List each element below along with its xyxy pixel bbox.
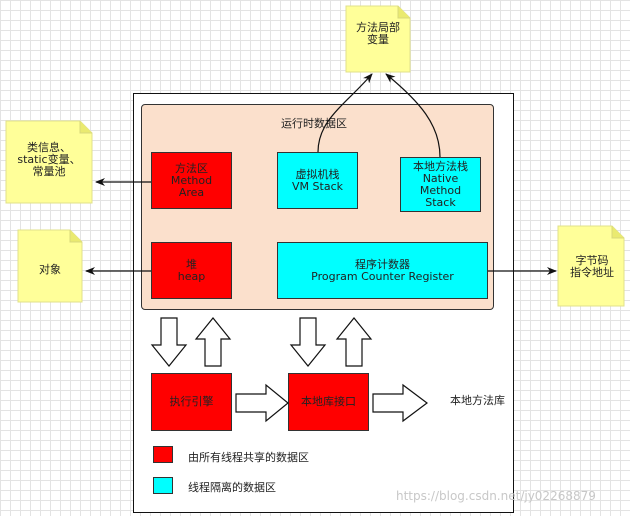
- block-arrow-interface-to-pc-up: [335, 317, 373, 367]
- legend-shared-label: 由所有线程共享的数据区: [188, 451, 309, 464]
- runtime-area-title: 运行时数据区: [281, 117, 347, 130]
- block-arrow-pc-to-interface-down: [289, 317, 327, 367]
- native-library-label: 本地方法库: [450, 394, 505, 407]
- note-shape-class-info: [5, 120, 93, 204]
- legend-shared-swatch: [153, 446, 173, 463]
- note-bytecode: 字节码 指令地址: [570, 254, 614, 279]
- note-shape-bytecode: [557, 225, 625, 307]
- block-arrow-heap-to-engine-down: [150, 317, 188, 367]
- arrow-vmstack-to-localvars: [317, 73, 373, 153]
- legend-isolated-label: 线程隔离的数据区: [188, 481, 276, 494]
- note-class-info: 类信息、 static变量、 常量池: [17, 141, 81, 178]
- block-arrow-interface-library: [372, 383, 428, 423]
- execution-engine-box: 执行引擎: [151, 373, 232, 431]
- method-area-box: 方法区 Method Area: [151, 152, 232, 209]
- note-objects: 对象: [39, 263, 61, 276]
- native-method-stack-box: 本地方法栈 Native Method Stack: [400, 157, 481, 212]
- legend-isolated-swatch: [153, 477, 173, 494]
- note-shape-local-vars: [345, 5, 411, 73]
- native-interface-box: 本地库接口: [288, 373, 369, 431]
- vm-stack-box: 虚拟机栈 VM Stack: [277, 152, 358, 209]
- watermark: https://blog.csdn.net/jy02268879: [396, 489, 596, 503]
- pc-register-box: 程序计数器 Program Counter Register: [277, 242, 488, 299]
- note-shape-objects: [17, 229, 83, 303]
- note-local-vars: 方法局部 变量: [356, 21, 400, 46]
- block-arrow-engine-to-heap-up: [194, 317, 232, 367]
- arrow-nativestack-to-localvars: [385, 73, 441, 158]
- block-arrow-engine-interface: [235, 383, 289, 423]
- heap-box: 堆 heap: [151, 242, 232, 299]
